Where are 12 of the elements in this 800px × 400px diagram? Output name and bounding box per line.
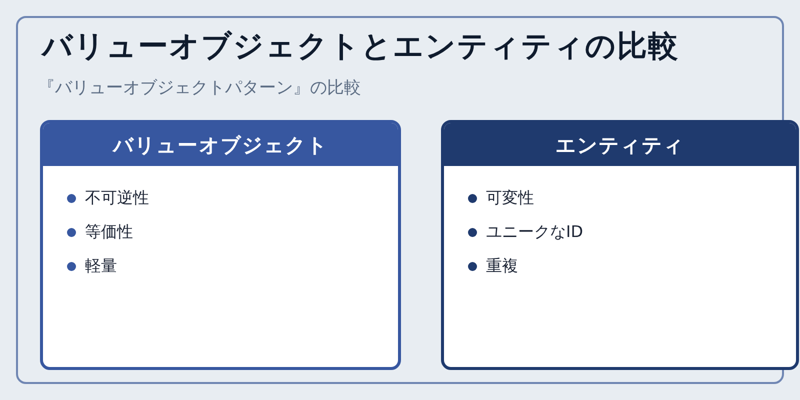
list-item: 不可逆性 xyxy=(85,190,149,206)
list-item: 重複 xyxy=(486,258,518,274)
subtitle: 『バリューオブジェクトパターン』の比較 xyxy=(38,78,361,100)
list-item: 軽量 xyxy=(85,258,117,274)
title: バリューオブジェクトとエンティティの比較 xyxy=(42,28,679,66)
card-header: エンティティ xyxy=(444,123,796,166)
list-item: 等価性 xyxy=(85,224,133,240)
list-item: ユニークなID xyxy=(486,224,584,240)
comparison-card xyxy=(40,120,401,370)
list-item: 可変性 xyxy=(486,190,534,206)
comparison-card xyxy=(441,120,799,370)
card-header: バリューオブジェクト xyxy=(43,123,398,166)
